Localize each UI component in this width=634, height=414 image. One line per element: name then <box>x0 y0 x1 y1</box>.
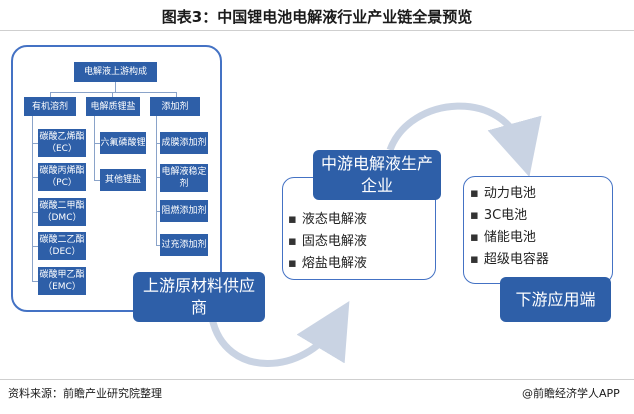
connector <box>32 177 38 178</box>
down-item-power-battery: ▪动力电池 <box>470 186 536 201</box>
brand-credit: @前瞻经济学人APP <box>522 387 620 400</box>
connector <box>50 92 51 97</box>
solvent-ec: 碳酸乙烯酯（EC） <box>38 129 86 157</box>
bullet-icon: ▪ <box>288 212 297 227</box>
connector <box>32 281 38 282</box>
down-item-supercapacitor: ▪超级电容器 <box>470 252 549 267</box>
salt-lipf6: 六氟磷酸锂 <box>100 132 146 154</box>
title-divider <box>0 30 634 31</box>
down-item-3c-battery: ▪3C电池 <box>470 208 528 223</box>
upstream-header: 电解液上游构成 <box>74 62 157 82</box>
connector <box>32 246 38 247</box>
downstream-frame <box>463 176 613 284</box>
solvent-dec: 碳酸二乙酯（DEC） <box>38 232 86 260</box>
connector <box>94 116 95 180</box>
connector <box>32 143 38 144</box>
additive-overcharge: 过充添加剂 <box>160 234 208 256</box>
solvent-dmc: 碳酸二甲酯（DMC） <box>38 198 86 226</box>
arrow-mid-to-down <box>386 102 542 177</box>
salt-other: 其他锂盐 <box>100 169 146 191</box>
connector <box>94 143 100 144</box>
bullet-icon: ▪ <box>470 208 479 223</box>
mid-item-molten-salt: ▪熔盐电解液 <box>288 256 367 271</box>
solvent-emc: 碳酸甲乙酯（EMC） <box>38 267 86 295</box>
category-organic-solvent: 有机溶剂 <box>24 97 76 116</box>
connector <box>176 92 177 97</box>
bullet-icon: ▪ <box>288 234 297 249</box>
mid-item-liquid: ▪液态电解液 <box>288 212 367 227</box>
connector <box>156 177 160 178</box>
additive-film-forming: 成膜添加剂 <box>160 132 208 154</box>
bullet-icon: ▪ <box>470 186 479 201</box>
mid-item-solid: ▪固态电解液 <box>288 234 367 249</box>
bullet-icon: ▪ <box>470 252 479 267</box>
connector <box>115 82 116 92</box>
connector <box>32 212 38 213</box>
downstream-label: 下游应用端 <box>500 277 611 322</box>
connector <box>50 92 176 93</box>
source-note: 资料来源：前瞻产业研究院整理 <box>8 387 162 400</box>
arrow-up-to-mid <box>208 301 350 367</box>
down-item-storage-battery: ▪储能电池 <box>470 230 536 245</box>
midstream-label: 中游电解液生产企业 <box>313 150 441 200</box>
connector <box>156 116 157 245</box>
additive-stabilizer: 电解液稳定剂 <box>160 164 208 192</box>
connector <box>156 143 160 144</box>
connector <box>112 92 113 97</box>
connector <box>156 245 160 246</box>
solvent-pc: 碳酸丙烯酯（PC） <box>38 163 86 191</box>
page-title: 图表3：中国锂电池电解液行业产业链全景预览 <box>161 8 473 26</box>
bullet-icon: ▪ <box>470 230 479 245</box>
upstream-label: 上游原材料供应商 <box>133 272 265 322</box>
category-additive: 添加剂 <box>150 97 200 116</box>
footer-divider <box>0 379 634 380</box>
additive-flame-retardant: 阻燃添加剂 <box>160 200 208 222</box>
connector <box>32 116 33 281</box>
bullet-icon: ▪ <box>288 256 297 271</box>
connector <box>156 211 160 212</box>
category-lithium-salt: 电解质锂盐 <box>86 97 140 116</box>
connector <box>94 180 100 181</box>
